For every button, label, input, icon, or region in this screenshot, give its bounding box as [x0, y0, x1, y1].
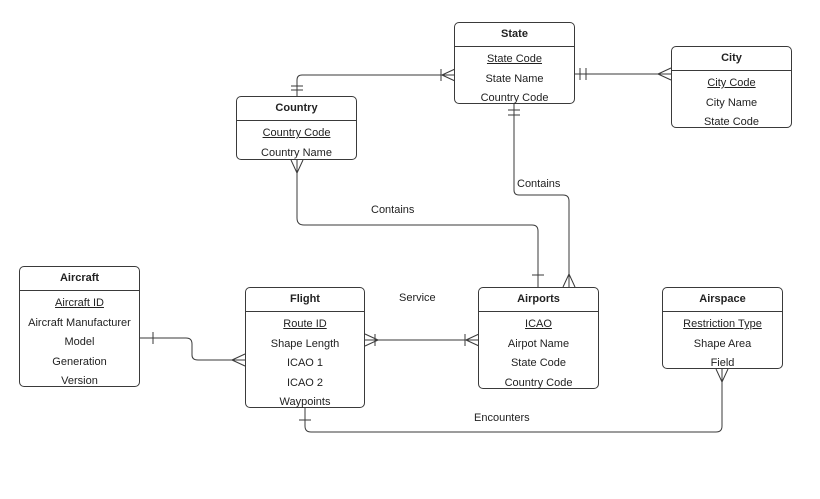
attribute: ICAO 2: [286, 376, 324, 389]
attribute: Country Name: [261, 146, 332, 159]
relationship-label-flight-airspace: Encounters: [474, 412, 530, 424]
attribute: City Name: [705, 96, 758, 109]
attribute: State Code: [703, 116, 760, 128]
attribute-primary-key: Restriction Type: [683, 318, 762, 330]
attribute-list: State Code State Name Country Code: [455, 47, 574, 109]
line-flight-airspace: [304, 369, 723, 433]
entity-state[interactable]: State State Code State Name Country Code: [454, 22, 575, 104]
attribute-primary-key: Route ID: [283, 318, 327, 330]
entity-city[interactable]: City City Code City Name State Code: [671, 46, 792, 128]
attribute: Country Code: [504, 376, 573, 389]
attribute-primary-key: City Code: [707, 77, 756, 89]
attribute: Model: [64, 336, 95, 348]
relationship-label-flight-airports: Service: [399, 292, 436, 304]
attribute-list: Restriction Type Shape Area Field: [663, 312, 782, 374]
attribute: Shape Area: [693, 337, 752, 350]
crowfoot-airports-flight: [465, 333, 480, 347]
attribute-list: Aircraft ID Aircraft Manufacturer Model …: [20, 291, 139, 392]
entity-flight[interactable]: Flight Route ID Shape Length ICAO 1 ICAO…: [245, 287, 365, 408]
entity-title: Airports: [479, 288, 598, 312]
attribute: Airpot Name: [507, 337, 570, 350]
entity-airports[interactable]: Airports ICAO Airpot Name State Code Cou…: [478, 287, 599, 389]
attribute-primary-key: Aircraft ID: [55, 297, 104, 309]
crowfoot-airspace-flight: [715, 368, 729, 383]
attribute-primary-key: State Code: [486, 53, 543, 65]
entity-title: Flight: [246, 288, 364, 312]
attribute: Field: [710, 357, 735, 369]
entity-title: City: [672, 47, 791, 71]
entity-title: Aircraft: [20, 267, 139, 291]
attribute-list: ICAO Airpot Name State Code Country Code: [479, 312, 598, 393]
attribute-primary-key: Country Code: [262, 127, 331, 139]
attribute: Waypoints: [279, 396, 331, 408]
entity-country[interactable]: Country Country Code Country Name: [236, 96, 357, 160]
crowfoot-city-state: [657, 67, 672, 81]
attribute-list: Country Code Country Name: [237, 121, 356, 163]
attribute: Generation: [52, 355, 107, 368]
attribute-list: Route ID Shape Length ICAO 1 ICAO 2 Wayp…: [246, 312, 364, 413]
attribute: Country Code: [480, 92, 549, 104]
crowfoot-airports-state: [562, 273, 576, 288]
entity-title: State: [455, 23, 574, 47]
attribute-list: City Code City Name State Code: [672, 71, 791, 133]
crowfoot-country-airports: [290, 159, 304, 174]
entity-airspace[interactable]: Airspace Restriction Type Shape Area Fie…: [662, 287, 783, 369]
entity-title: Airspace: [663, 288, 782, 312]
crowfoot-state-country: [441, 68, 456, 82]
attribute: ICAO 1: [286, 357, 324, 369]
relationship-label-country-airports: Contains: [371, 204, 415, 216]
line-aircraft-flight: [140, 337, 245, 361]
crowfoot-flight-aircraft: [231, 353, 246, 367]
line-country-state: [296, 74, 455, 97]
entity-title: Country: [237, 97, 356, 121]
attribute: State Code: [510, 357, 567, 369]
attribute-primary-key: ICAO: [525, 318, 552, 330]
entity-aircraft[interactable]: Aircraft Aircraft ID Aircraft Manufactur…: [19, 266, 140, 387]
line-country-airports: [296, 160, 539, 287]
attribute: State Name: [485, 72, 544, 85]
crowfoot-flight-airports: [364, 333, 379, 347]
attribute: Aircraft Manufacturer: [28, 316, 131, 329]
attribute: Version: [61, 375, 98, 387]
attribute: Shape Length: [270, 337, 340, 350]
relationship-label-state-airports: Contains: [517, 178, 561, 190]
line-state-airports: [513, 104, 570, 287]
